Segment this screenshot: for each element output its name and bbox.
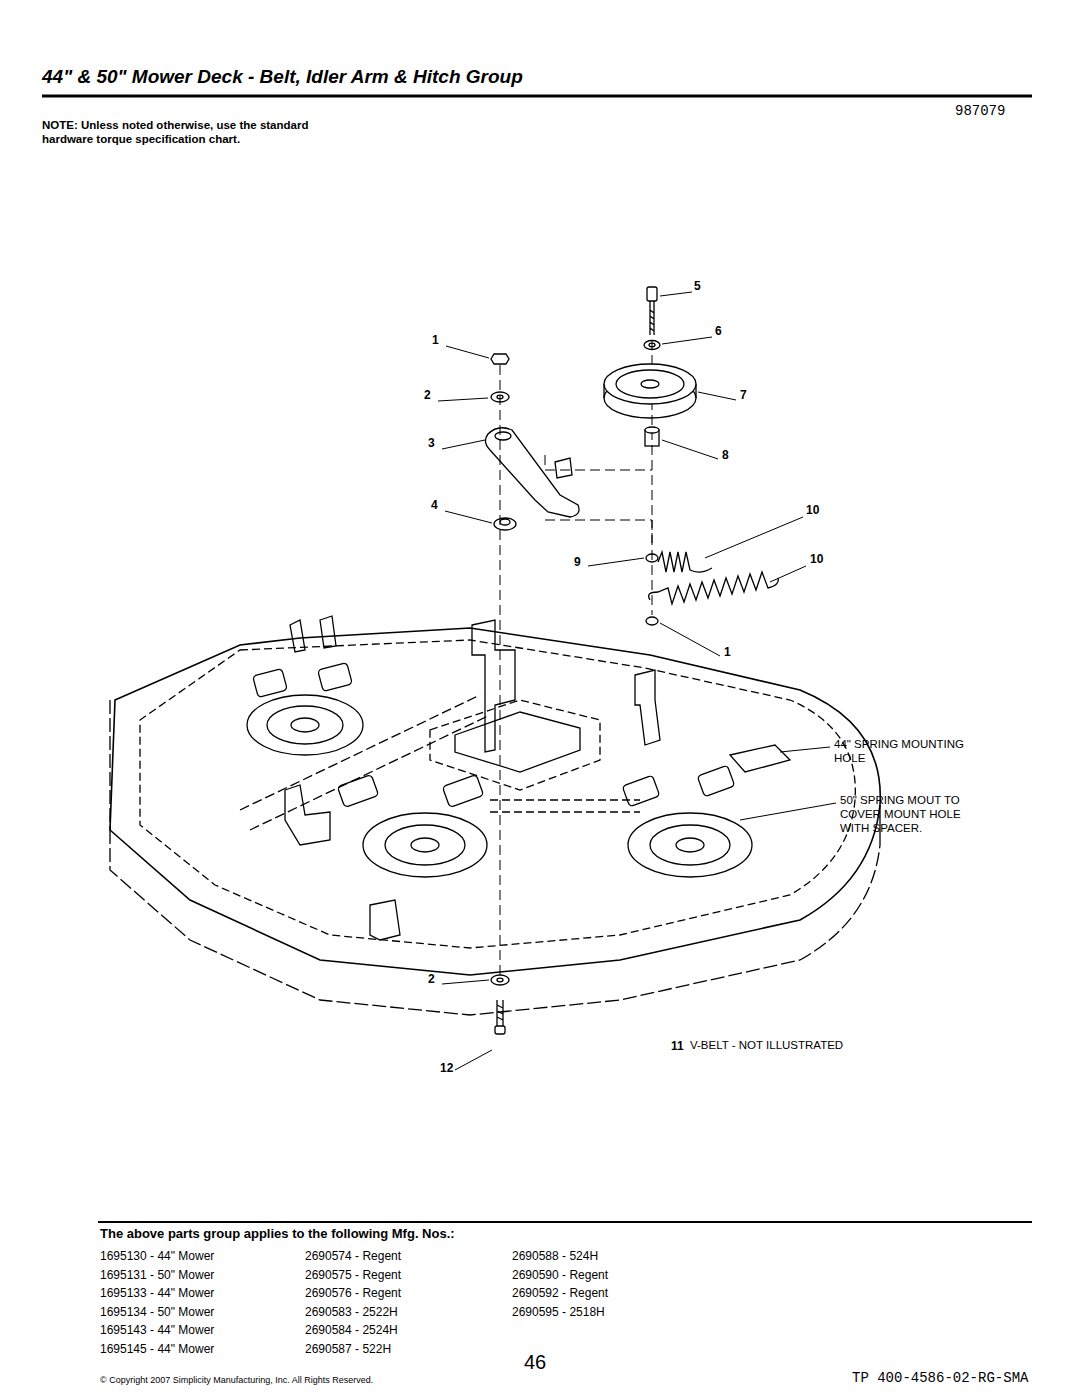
callout-number: 3 xyxy=(428,436,435,450)
title-rule xyxy=(42,95,1032,98)
hardware-parts xyxy=(485,287,778,1034)
callout-number: 7 xyxy=(740,388,747,402)
callout-number: 8 xyxy=(722,448,729,462)
callout-number: 2 xyxy=(424,388,431,402)
table-cell: 2690587 - 522H xyxy=(305,1342,391,1356)
leader-lines xyxy=(438,292,836,1070)
callout-number: 2 xyxy=(428,972,435,986)
table-cell: 2690590 - Regent xyxy=(512,1268,608,1282)
callout-number: 10 xyxy=(810,552,823,566)
callout-number: 5 xyxy=(694,279,701,293)
callout-number: 9 xyxy=(574,555,581,569)
not-illustrated-note: V-BELT - NOT ILLUSTRATED xyxy=(690,1039,843,1053)
table-cell: 2690584 - 2524H xyxy=(305,1323,398,1337)
table-cell: 2690576 - Regent xyxy=(305,1286,401,1300)
document-number: TP 400-4586-02-RG-SMA xyxy=(852,1370,1028,1387)
callout-number: 6 xyxy=(715,324,722,338)
table-cell: 1695143 - 44" Mower xyxy=(100,1323,214,1337)
table-cell: 1695133 - 44" Mower xyxy=(100,1286,214,1300)
callout-number: 1 xyxy=(432,333,439,347)
torque-note: NOTE: Unless noted otherwise, use the st… xyxy=(42,119,342,147)
table-cell: 2690592 - Regent xyxy=(512,1286,608,1300)
spring-hole-note: 50" SPRING MOUT TO COVER MOUNT HOLE WITH… xyxy=(840,794,990,835)
table-cell: 2690583 - 2522H xyxy=(305,1305,398,1319)
table-cell: 1695131 - 50" Mower xyxy=(100,1268,214,1282)
spring-hole-note: 44" SPRING MOUNTING HOLE xyxy=(834,738,964,766)
mower-deck xyxy=(110,616,880,1015)
page-title: 44" & 50" Mower Deck - Belt, Idler Arm &… xyxy=(42,66,523,89)
table-cell: 1695145 - 44" Mower xyxy=(100,1342,214,1356)
copyright: © Copyright 2007 Simplicity Manufacturin… xyxy=(100,1375,373,1386)
table-cell: 2690575 - Regent xyxy=(305,1268,401,1282)
callout-number: 11 xyxy=(671,1039,684,1053)
callout-number: 4 xyxy=(431,498,438,512)
table-cell: 2690595 - 2518H xyxy=(512,1305,605,1319)
drawing-number: 987079 xyxy=(955,103,1005,120)
callout-number: 10 xyxy=(806,503,819,517)
table-cell: 1695130 - 44" Mower xyxy=(100,1249,214,1263)
table-cell: 2690574 - Regent xyxy=(305,1249,401,1263)
page-number: 46 xyxy=(524,1350,546,1374)
callout-number: 12 xyxy=(440,1061,453,1075)
callout-number: 1 xyxy=(724,645,731,659)
table-heading: The above parts group applies to the fol… xyxy=(100,1226,455,1242)
table-cell: 2690588 - 524H xyxy=(512,1249,598,1263)
table-cell: 1695134 - 50" Mower xyxy=(100,1305,214,1319)
table-rule xyxy=(98,1221,1032,1223)
